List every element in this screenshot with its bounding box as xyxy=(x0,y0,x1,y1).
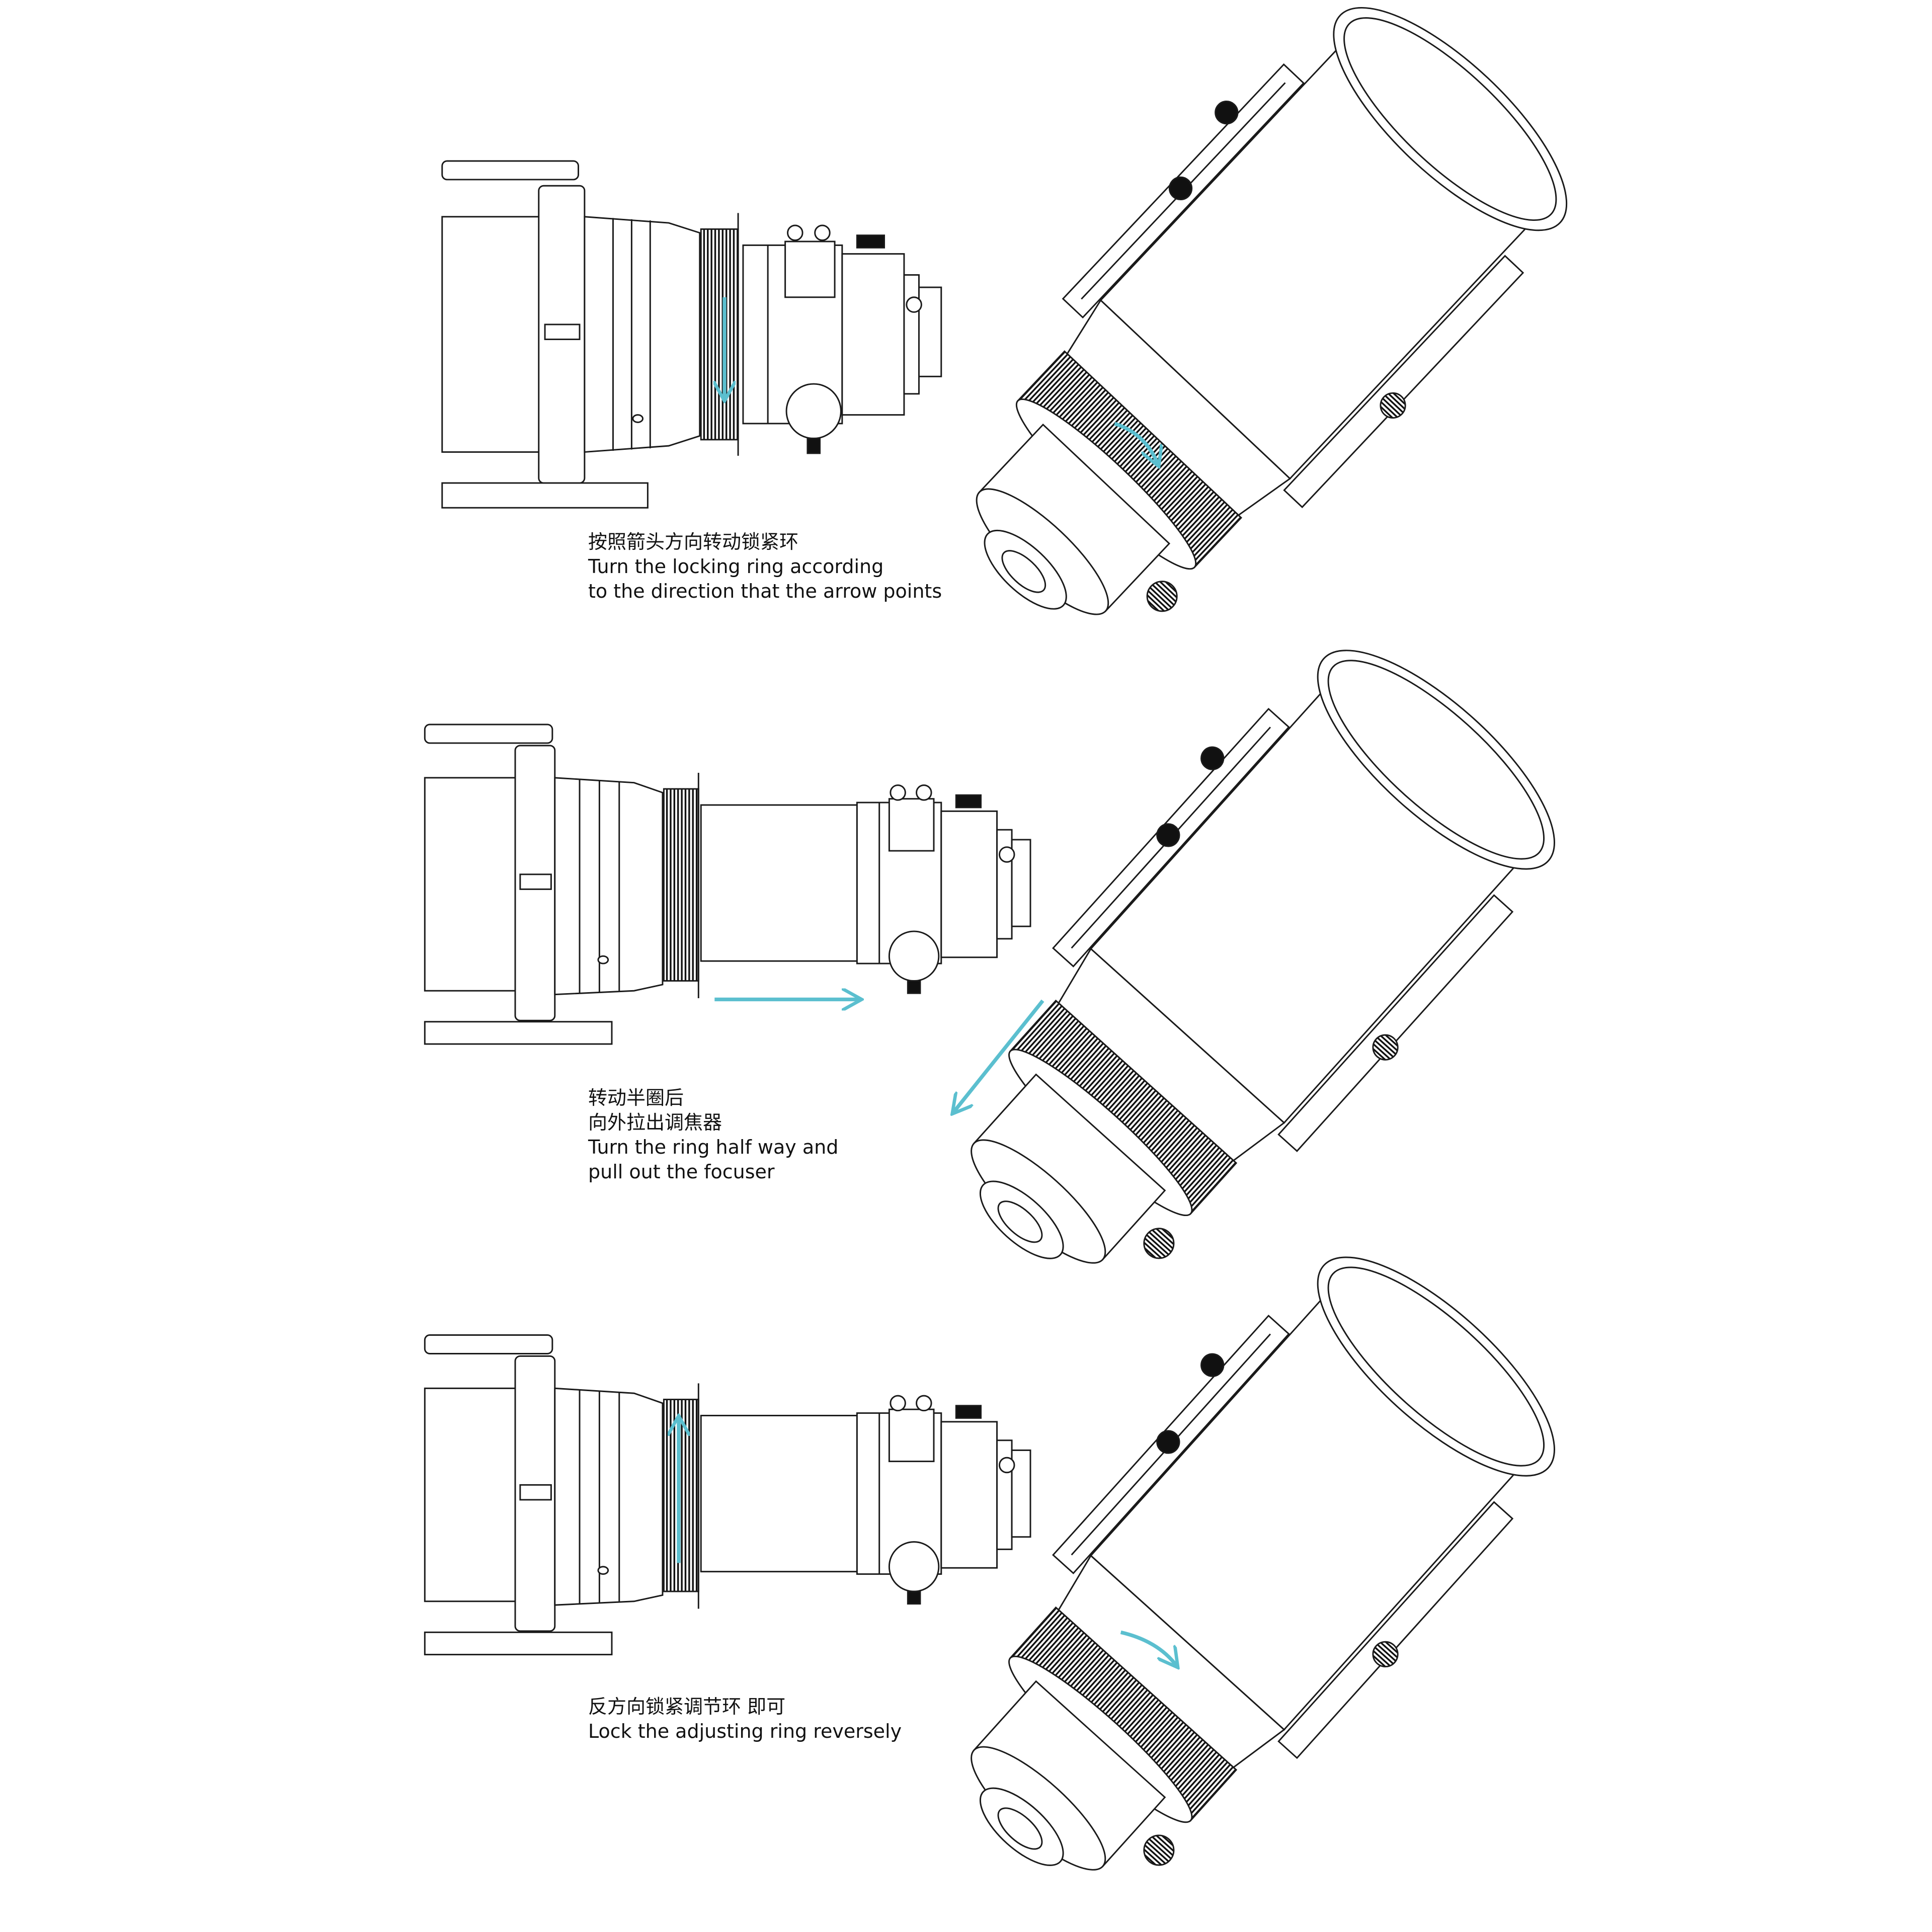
step3-zh: 反方向锁紧调节环 即可 xyxy=(588,1696,786,1718)
rotate-arrow-icon xyxy=(1114,422,1158,464)
rotate-reverse-arrow-icon xyxy=(1120,1630,1177,1665)
step2-en-line2: pull out the focuser xyxy=(588,1161,775,1183)
step1-caption: 按照箭头方向转动锁紧环 Turn the locking ring accord… xyxy=(588,530,942,604)
pull-arrow-icon xyxy=(953,999,1044,1112)
side-view-telescope-step1 xyxy=(441,160,942,509)
step2-en-line1: Turn the ring half way and xyxy=(588,1136,839,1158)
step2-zh-line2: 向外拉出调焦器 xyxy=(588,1111,722,1134)
side-view-telescope-step2 xyxy=(424,723,1031,1045)
step2-caption: 转动半圈后 向外拉出调焦器 Turn the ring half way and… xyxy=(588,1086,838,1184)
oblique-telescope-step2 xyxy=(873,598,1598,1349)
step1-en-line2: to the direction that the arrow points xyxy=(588,580,942,602)
step1-en-line1: Turn the locking ring according xyxy=(588,555,884,578)
step3-en-line1: Lock the adjusting ring reversely xyxy=(588,1720,902,1742)
oblique-telescope-step1 xyxy=(879,0,1611,701)
side-view-telescope-step3 xyxy=(424,1334,1031,1656)
step3-caption: 反方向锁紧调节环 即可 Lock the adjusting ring reve… xyxy=(588,1695,902,1744)
step2-zh-line1: 转动半圈后 xyxy=(588,1087,684,1109)
oblique-telescope-step3 xyxy=(873,1205,1598,1932)
step1-zh: 按照箭头方向转动锁紧环 xyxy=(588,531,799,553)
